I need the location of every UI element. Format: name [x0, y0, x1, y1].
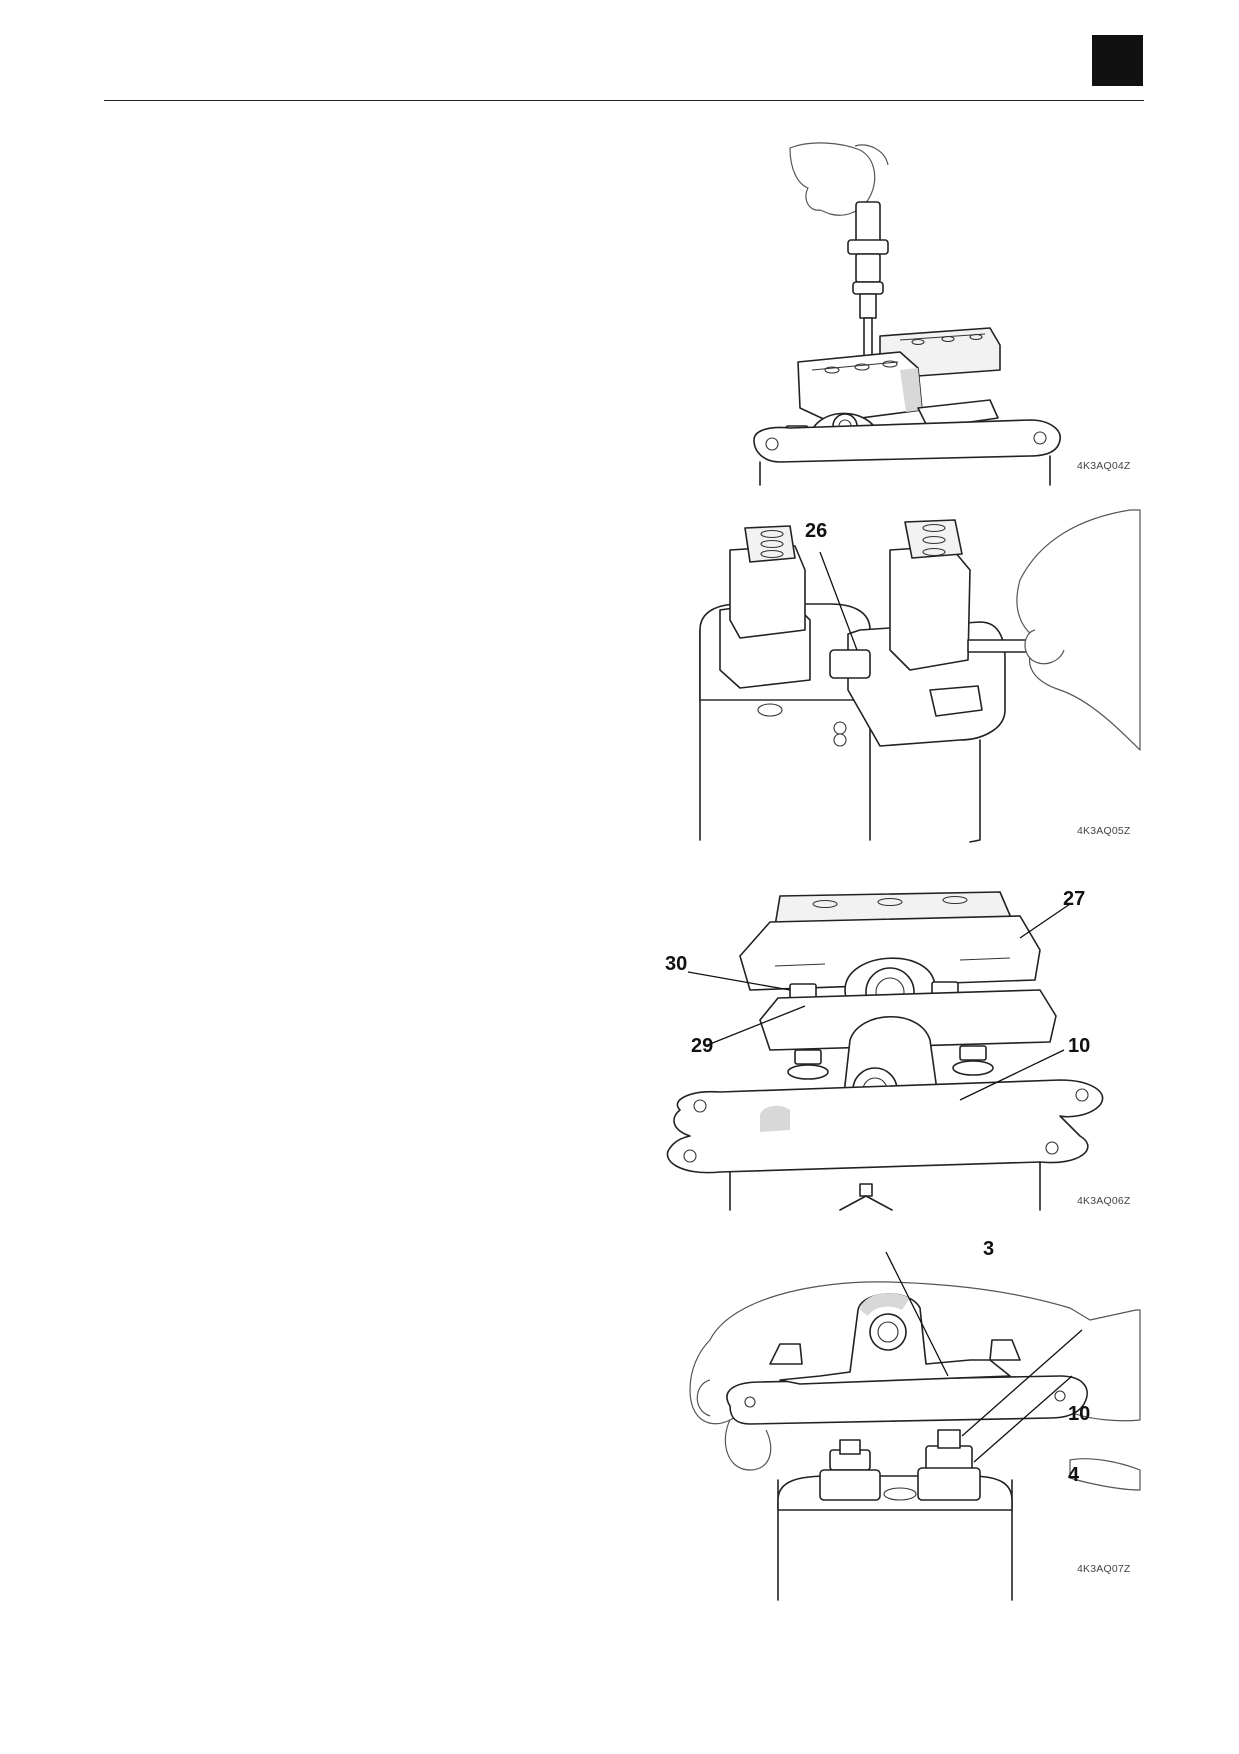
figure-1-code: 4K3AQ04Z: [1077, 460, 1131, 472]
callout-29: 29: [691, 1035, 714, 1057]
figure-4-illustration: [689, 1251, 1141, 1601]
callout-10-fig4: 10: [1068, 1403, 1091, 1425]
callout-4: 4: [1068, 1464, 1080, 1486]
callout-10-fig3: 10: [1068, 1035, 1091, 1057]
callout-30: 30: [665, 953, 688, 975]
figure-3-illustration: [660, 880, 1120, 1211]
figure-2-code: 4K3AQ05Z: [1077, 825, 1131, 837]
figure-2-illustration: [680, 509, 1141, 850]
figure-3-code: 4K3AQ06Z: [1077, 1195, 1131, 1207]
callout-27: 27: [1063, 888, 1086, 910]
figure-4-code: 4K3AQ07Z: [1077, 1563, 1131, 1575]
header-rule: [104, 100, 1144, 101]
callout-26: 26: [805, 520, 828, 542]
callout-3: 3: [983, 1238, 995, 1260]
section-tab-marker: [1092, 35, 1143, 86]
figure-1-illustration: [750, 140, 1080, 486]
